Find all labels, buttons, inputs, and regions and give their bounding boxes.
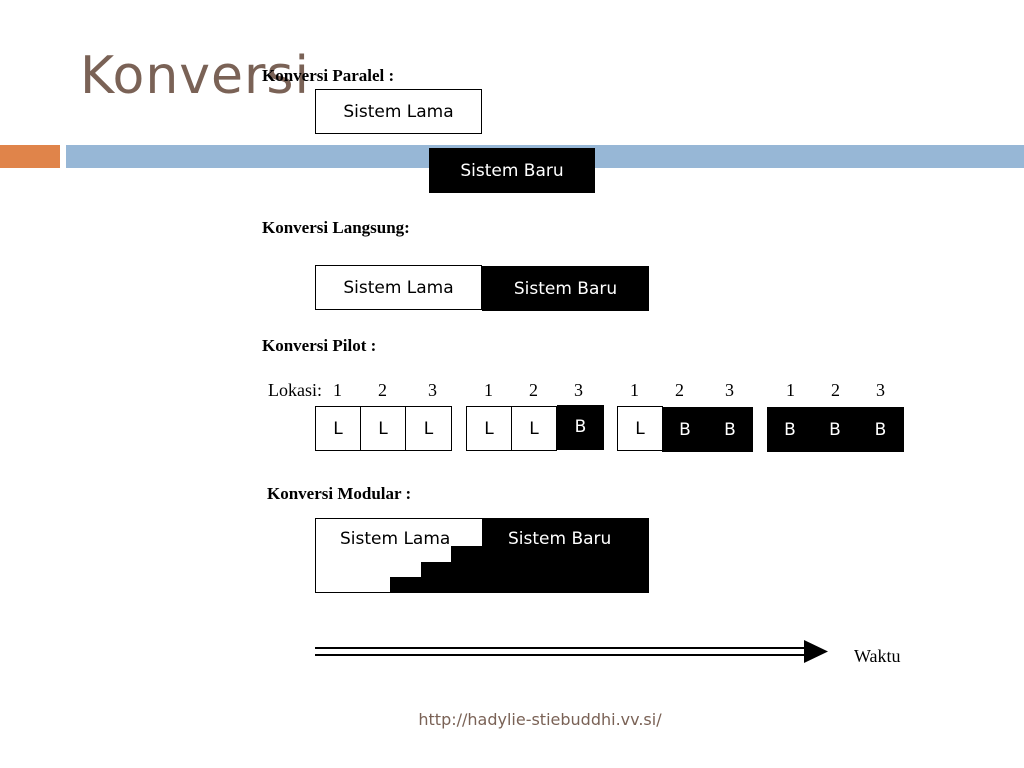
pilot-location-number: 3 <box>725 380 734 400</box>
pilot-location-number: 2 <box>529 380 538 400</box>
pilot-location-number: 1 <box>333 380 342 400</box>
pilot-cell: L <box>617 406 663 451</box>
pilot-cell: L <box>315 406 361 451</box>
paralel-new-system-box: Sistem Baru <box>429 148 595 193</box>
modular-step <box>451 546 483 593</box>
pilot-cell: B <box>557 405 604 450</box>
modular-new-system-label: Sistem Baru <box>508 529 612 549</box>
modular-old-system-label: Sistem Lama <box>340 529 451 549</box>
paralel-old-system-box: Sistem Lama <box>315 89 482 134</box>
pilot-cell: L <box>511 406 557 451</box>
pilot-cell: L <box>360 406 406 451</box>
pilot-cell: B <box>662 407 708 452</box>
footer-url: http://hadylie-stiebuddhi.vv.si/ <box>418 710 662 729</box>
pilot-location-number: 1 <box>484 380 493 400</box>
pilot-cell: B <box>812 407 858 452</box>
pilot-cell: L <box>405 406 452 451</box>
langsung-heading: Konversi Langsung: <box>262 218 410 237</box>
pilot-cell: B <box>707 407 753 452</box>
slide-title: Konversi <box>80 46 310 106</box>
pilot-heading: Konversi Pilot : <box>262 336 377 355</box>
pilot-location-number: 1 <box>630 380 639 400</box>
accent-bar-orange <box>0 145 60 168</box>
pilot-location-number: 2 <box>831 380 840 400</box>
modular-heading: Konversi Modular : <box>267 484 412 503</box>
pilot-location-number: 3 <box>574 380 583 400</box>
pilot-location-number: 3 <box>428 380 437 400</box>
langsung-old-system-box: Sistem Lama <box>315 265 482 310</box>
pilot-location-number: 1 <box>786 380 795 400</box>
modular-new-system-area <box>482 518 649 593</box>
pilot-cell: L <box>466 406 512 451</box>
pilot-location-number: 2 <box>675 380 684 400</box>
pilot-cell: B <box>857 407 904 452</box>
pilot-lokasi-label: Lokasi: <box>268 380 322 400</box>
langsung-new-system-box: Sistem Baru <box>482 266 649 311</box>
modular-step <box>421 562 452 593</box>
pilot-location-number: 3 <box>876 380 885 400</box>
pilot-cell: B <box>767 407 813 452</box>
pilot-location-number: 2 <box>378 380 387 400</box>
modular-step <box>390 577 422 593</box>
paralel-heading: Konversi Paralel : <box>262 66 395 85</box>
timeline-label: Waktu <box>854 646 901 666</box>
timeline-arrow-icon <box>315 640 828 663</box>
